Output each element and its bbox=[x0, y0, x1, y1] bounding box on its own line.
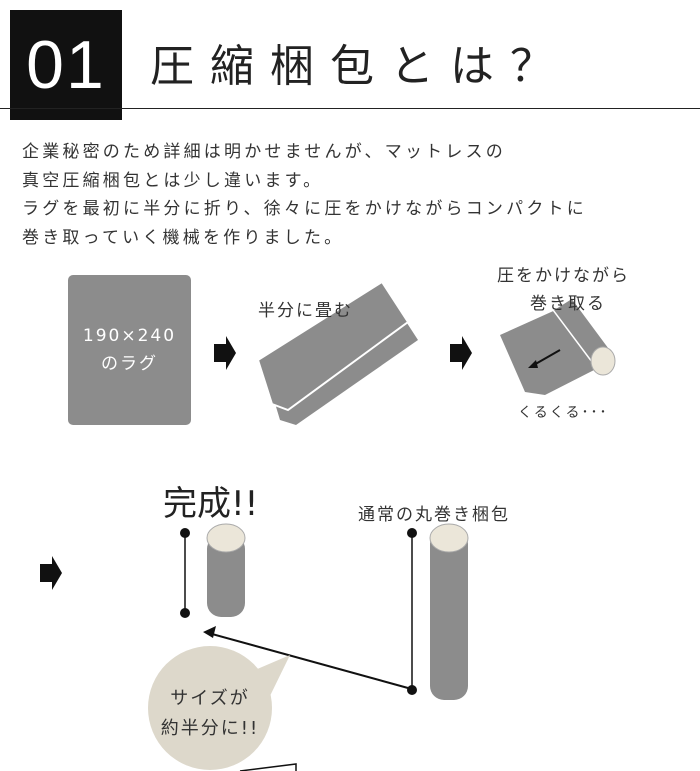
done-label: 完成!! bbox=[163, 484, 259, 524]
arrow-right-icon bbox=[214, 336, 236, 370]
rolling-rug-icon bbox=[500, 296, 616, 395]
fold-label: 半分に畳む bbox=[258, 301, 353, 321]
compact-roll-icon bbox=[180, 523, 246, 618]
roll-label-2: 巻き取る bbox=[530, 294, 606, 314]
roll-label-1: 圧をかけながら bbox=[497, 266, 630, 286]
normal-pack-label: 通常の丸巻き梱包 bbox=[358, 505, 510, 525]
normal-roll-icon bbox=[203, 523, 469, 700]
bubble-line: 約半分に!! bbox=[160, 718, 260, 739]
next-section-hint bbox=[239, 763, 297, 771]
intro-line: ラグを最初に半分に折り、徐々に圧をかけながらコンパクトに bbox=[22, 199, 587, 219]
intro-line: 巻き取っていく機械を作りました。 bbox=[22, 227, 345, 248]
arrow-right-icon bbox=[450, 336, 472, 370]
section-number: 01 bbox=[10, 10, 122, 120]
rug-illustration: 190×240 のラグ bbox=[68, 275, 191, 425]
rolling-label: くるくる･･･ bbox=[518, 405, 609, 421]
bubble-line: サイズが bbox=[170, 688, 250, 709]
intro-text: 企業秘密のため詳細は明かせませんが、マットレスの 真空圧縮梱包とは少し違います。… bbox=[22, 138, 587, 252]
rug-size: 190×240 bbox=[82, 326, 177, 346]
folded-rug-icon bbox=[256, 280, 418, 425]
intro-line: 真空圧縮梱包とは少し違います。 bbox=[22, 170, 324, 191]
section-title: 圧縮梱包とは？ bbox=[150, 41, 570, 92]
intro-line: 企業秘密のため詳細は明かせませんが、マットレスの bbox=[22, 142, 506, 162]
divider bbox=[0, 108, 700, 109]
bubble-text: サイズが 約半分に!! bbox=[148, 684, 272, 744]
speech-bubble bbox=[148, 646, 290, 770]
rug-label: のラグ bbox=[101, 354, 158, 374]
arrow-right-icon bbox=[40, 556, 62, 590]
